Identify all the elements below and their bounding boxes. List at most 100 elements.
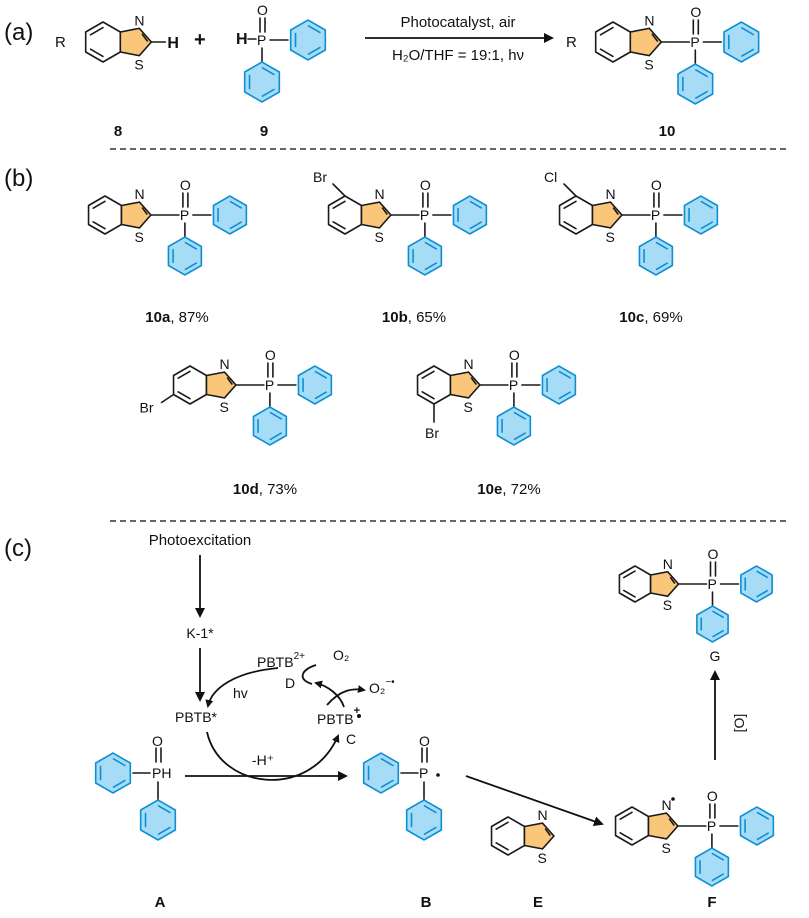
oxygen-atom: O (180, 177, 191, 193)
phenyl-double-bond (711, 852, 725, 861)
pbtb-star-label: PBTB* (175, 709, 218, 725)
caption-10a-yield: , 87% (170, 309, 208, 326)
phenyl-double-bond (756, 589, 769, 598)
caption-10a: 10a, 87% (145, 309, 208, 326)
thiazole-ring (629, 27, 663, 57)
substituent-bond (332, 183, 346, 197)
nitrogen-atom: N (662, 797, 672, 813)
benzo-double-bond (89, 26, 104, 36)
phenyl-double-bond (184, 262, 198, 271)
phenyl-double-bond (694, 68, 709, 78)
phenyl-double-bond (261, 88, 275, 98)
nitrogen-atom: N (663, 556, 673, 572)
sulfur-atom: S (464, 399, 473, 415)
label-A: A (155, 894, 166, 911)
r-substituent: R (55, 34, 66, 51)
caption-10e-id: 10e (477, 481, 502, 498)
hydrogen-atom: H (236, 31, 248, 48)
phosphorus-atom: P (420, 207, 429, 223)
label-9: 9 (260, 123, 268, 140)
benzo-double-bond (177, 370, 191, 379)
phenyl-double-bond (655, 241, 669, 250)
thiazole-ring (647, 812, 679, 840)
phenyl-double-bond (261, 66, 275, 76)
phosphorus-atom: P (690, 34, 699, 50)
label-F: F (707, 894, 716, 911)
phenyl-double-bond (558, 370, 572, 379)
nitrogen-atom: N (135, 186, 145, 202)
phenyl-double-bond (711, 873, 725, 882)
phenyl-double-bond (314, 391, 328, 400)
oxygen-atom: O (265, 347, 276, 363)
pbtb-2plus-text: PBTB (257, 654, 294, 670)
benzo-double-bond (421, 391, 435, 400)
caption-10a-id: 10a (145, 309, 171, 326)
thiazole-double-bond (141, 207, 148, 215)
b-to-f-arrow (465, 775, 604, 827)
label-E: E (533, 894, 543, 911)
benzo-double-bond (89, 48, 104, 58)
oxygen-atom: O (690, 4, 701, 20)
halogen-substituent: Br (140, 400, 154, 416)
thiazole-double-bond (381, 207, 388, 215)
halogen-substituent: Br (313, 169, 327, 185)
benzo-double-bond (622, 589, 636, 598)
phosphorus-atom: P (419, 765, 428, 781)
benzo-double-bond (563, 200, 577, 209)
pbtb-cation-label: PBTB+ (317, 705, 360, 727)
panel-label-c: (c) (4, 535, 32, 562)
oxidation-label: [O] (731, 714, 747, 733)
benzo-double-bond (599, 26, 614, 36)
phenyl-double-bond (712, 610, 725, 619)
thiazole-double-bond (141, 33, 149, 42)
pbtb-2plus-charge: 2+ (294, 651, 306, 662)
phosphorus-atom: P (180, 207, 189, 223)
label-10: 10 (659, 123, 676, 140)
photoexcitation-label: Photoexcitation (149, 532, 252, 549)
phenyl-double-bond (700, 221, 714, 230)
pbtb-2plus-label: PBTB2+ (257, 651, 305, 670)
o2-radical-label: O₂−• (369, 677, 395, 696)
phenyl-double-bond (424, 262, 438, 271)
cycle-bottom-arc (206, 731, 340, 781)
oxygen-atom: O (257, 2, 268, 18)
oxygen-atom: O (651, 177, 662, 193)
benzo-double-bond (177, 391, 191, 400)
substituent-bond (160, 393, 175, 404)
sulfur-atom: S (538, 850, 547, 866)
thiazole-ring (649, 570, 680, 598)
sulfur-atom: S (662, 840, 671, 856)
phenyl-double-bond (112, 757, 126, 767)
benzo-double-bond (622, 570, 636, 579)
thiazole-double-bond (612, 207, 619, 215)
plus-sign: + (194, 29, 206, 51)
phenyl-double-bond (513, 411, 527, 420)
benzo-double-bond (619, 832, 633, 841)
phenyl-double-bond (469, 221, 483, 230)
phosphorus-atom: P (707, 576, 716, 592)
phenyl-double-bond (380, 779, 394, 789)
nitrogen-atom: N (134, 12, 144, 28)
cycle-c-to-d-arrow (314, 680, 345, 708)
caption-10e-yield: , 72% (502, 481, 540, 498)
nitrogen-atom: N (464, 356, 474, 372)
nitrogen-atom: N (375, 186, 385, 202)
r-substituent: R (566, 34, 577, 51)
sulfur-atom: S (606, 229, 615, 245)
thiazole-ring (119, 27, 153, 57)
phenyl-double-bond (756, 570, 769, 579)
phenyl-double-bond (756, 811, 770, 820)
benzo-double-bond (332, 221, 346, 230)
caption-10d-id: 10d (233, 481, 259, 498)
thiazole-double-bond (470, 377, 477, 385)
sulfur-atom: S (375, 229, 384, 245)
caption-10c: 10c, 69% (619, 309, 682, 326)
thiazole-ring (205, 371, 237, 399)
phenyl-double-bond (380, 757, 394, 767)
caption-10b-yield: , 65% (408, 309, 446, 326)
